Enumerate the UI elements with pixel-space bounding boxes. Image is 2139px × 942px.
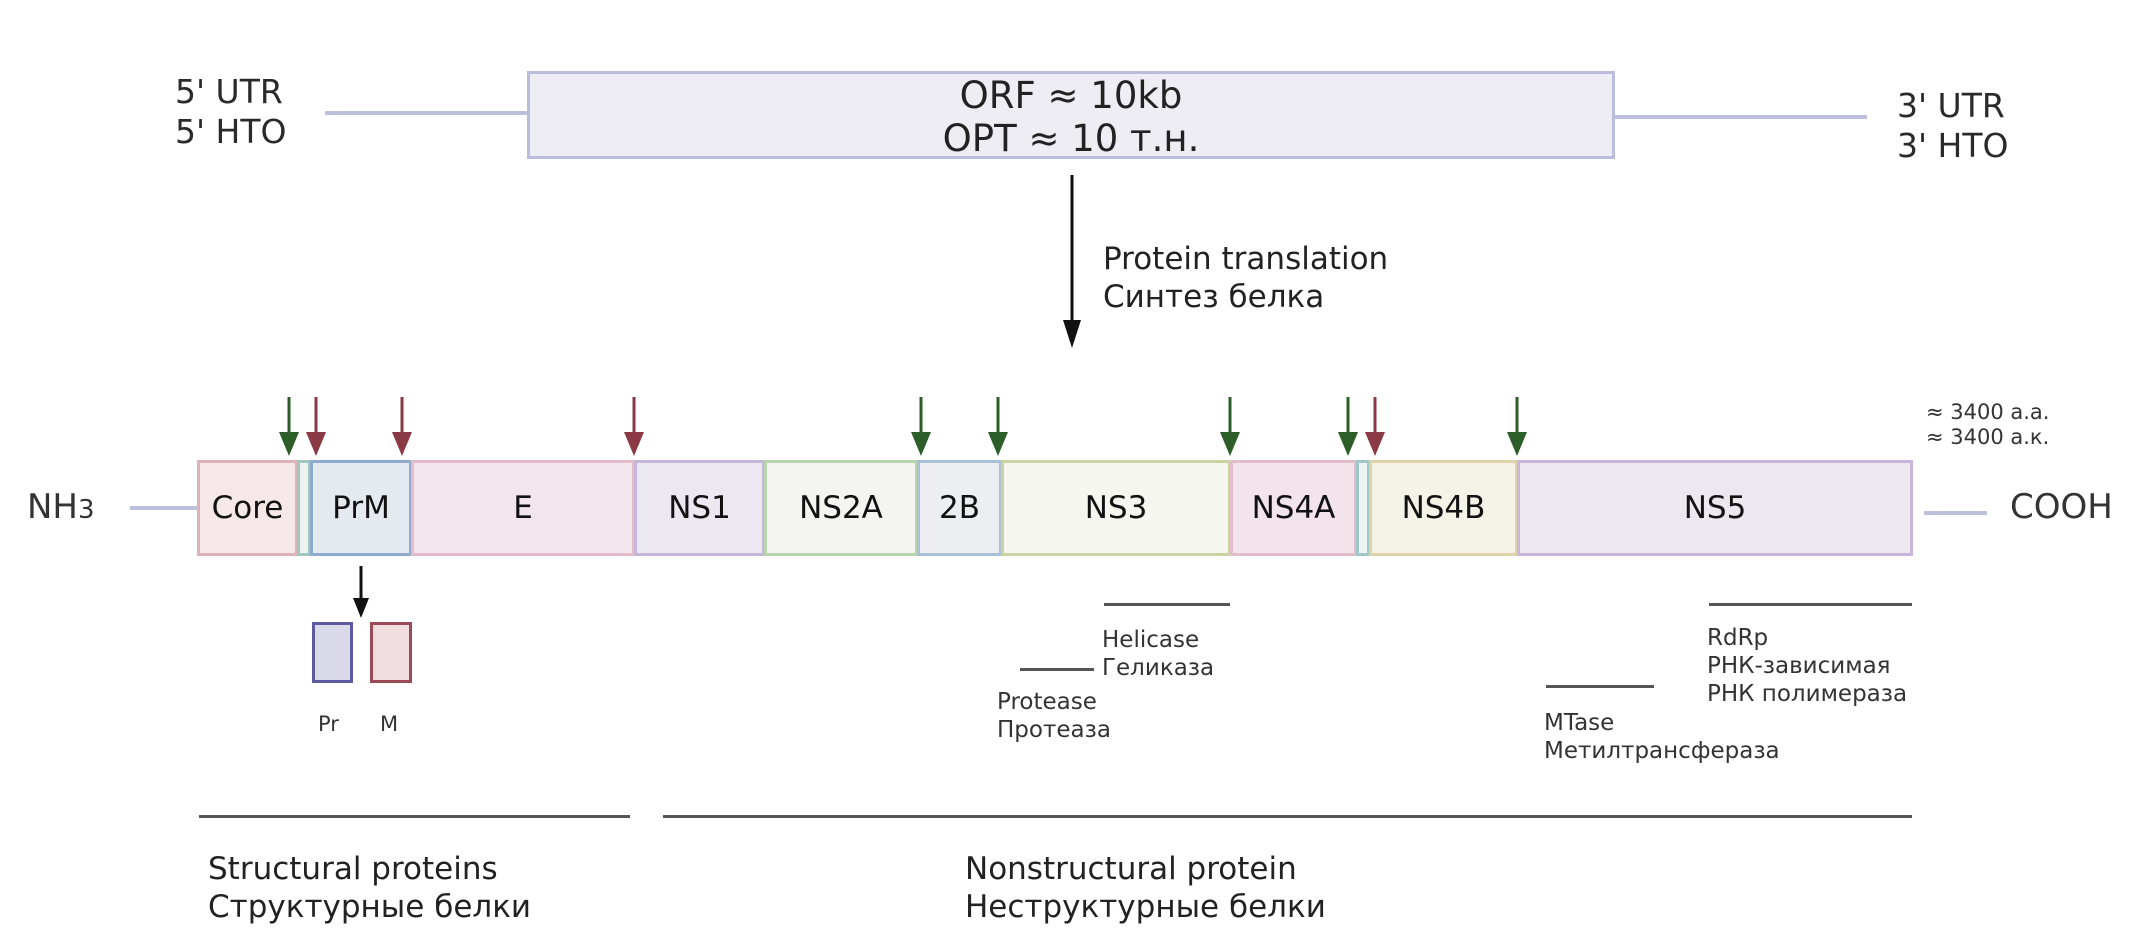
segment-label: NS4A (1251, 490, 1336, 526)
segment-ns4b: NS4B (1369, 460, 1518, 556)
rdrp-label-ru-2: РНК полимераза (1707, 681, 1908, 707)
helicase-line (1104, 603, 1230, 606)
translation-arrow-icon (1063, 175, 1081, 348)
length-label: ≈ 3400 a.a. ≈ 3400 a.к. (1926, 400, 2049, 450)
pr-protein-box (312, 622, 353, 683)
rdrp-label: RdRp РНК-зависимая РНК полимераза (1707, 624, 1907, 708)
segment-label: NS5 (1683, 490, 1747, 526)
viral-cleavage-arrow-icon (1338, 397, 1358, 456)
host-cleavage-arrow-icon (624, 397, 644, 456)
segment-ns3: NS3 (1001, 460, 1231, 556)
utr5-line (325, 111, 528, 115)
translation-label-en: Protein translation (1103, 241, 1389, 277)
translation-label: Protein translation Синтез белка (1103, 240, 1388, 316)
rdrp-line (1709, 603, 1912, 606)
segment-label: NS4B (1401, 490, 1486, 526)
segment-label: PrM (332, 490, 390, 526)
utr3-label-ru: 3' НТО (1897, 125, 2009, 165)
viral-cleavage-arrow-icon (279, 397, 299, 456)
orf-box: ORF ≈ 10kb ОРТ ≈ 10 т.н. (527, 71, 1615, 160)
rdrp-label-en: RdRp (1707, 625, 1769, 651)
segment-ns4a: NS4A (1230, 460, 1357, 556)
segment-label: 2B (939, 490, 980, 526)
utr5-label-ru: 5' НТО (175, 111, 287, 151)
viral-cleavage-arrow-icon (1507, 397, 1527, 456)
segment-ns2b: 2B (917, 460, 1002, 556)
utr3-label: 3' UTR 3' НТО (1897, 86, 2009, 165)
c-terminus-label: COOH (2010, 487, 2113, 527)
host-cleavage-arrow-icon (1365, 397, 1385, 456)
n-terminus-label: NH3 (27, 487, 95, 528)
structural-group-label: Structural proteins Структурные белки (208, 850, 531, 926)
nonstructural-group-label-en: Nonstructural protein (965, 851, 1297, 887)
host-cleavage-arrow-icon (392, 397, 412, 456)
utr3-line (1615, 115, 1867, 119)
c-terminus-line (1924, 511, 1987, 515)
segment-label: NS2A (799, 490, 883, 526)
translation-label-ru: Синтез белка (1103, 279, 1325, 315)
protease-line (1020, 668, 1094, 671)
m-label: M (380, 712, 399, 736)
viral-cleavage-arrow-icon (988, 397, 1008, 456)
length-label-en: ≈ 3400 a.a. (1926, 400, 2050, 424)
segment-e: E (411, 460, 635, 556)
protease-label: Protease Протеаза (997, 688, 1111, 744)
nonstructural-group-label: Nonstructural protein Неструктурные белк… (965, 850, 1326, 926)
segment-prm: PrM (310, 460, 412, 556)
nonstructural-group-line (663, 815, 1912, 818)
n-terminus-sub: 3 (78, 495, 95, 525)
segment-ns1: NS1 (634, 460, 765, 556)
mtase-label-ru: Метилтрансфераза (1544, 738, 1780, 764)
segment-label: Core (211, 490, 284, 526)
orf-label-ru: ОРТ ≈ 10 т.н. (942, 117, 1200, 160)
mtase-label: MTase Метилтрансфераза (1544, 709, 1780, 765)
length-label-ru: ≈ 3400 a.к. (1926, 425, 2050, 449)
viral-cleavage-arrow-icon (911, 397, 931, 456)
helicase-label-ru: Геликаза (1102, 655, 1215, 681)
structural-group-label-en: Structural proteins (208, 851, 498, 887)
n-terminus-text: NH (27, 487, 78, 527)
mtase-line (1546, 685, 1654, 688)
segment-label: NS3 (1084, 490, 1148, 526)
segment-core: Core (197, 460, 298, 556)
segment-label: NS1 (668, 490, 731, 526)
structural-group-line (199, 815, 630, 818)
m-protein-box (370, 622, 412, 683)
helicase-label: Helicase Геликаза (1102, 626, 1214, 682)
rdrp-label-ru-1: РНК-зависимая (1707, 653, 1891, 679)
segment-2k-2 (1356, 460, 1370, 556)
mtase-label-en: MTase (1544, 710, 1615, 736)
segment-ns2a: NS2A (764, 460, 918, 556)
segment-label: E (513, 490, 533, 526)
segment-2k-1 (297, 460, 311, 556)
helicase-label-en: Helicase (1102, 627, 1200, 653)
nonstructural-group-label-ru: Неструктурные белки (965, 889, 1326, 925)
cleavage-arrows (279, 397, 1527, 456)
utr5-label-en: 5' UTR (175, 72, 283, 111)
utr5-label: 5' UTR 5' НТО (175, 72, 287, 151)
protease-label-ru: Протеаза (997, 717, 1111, 743)
host-cleavage-arrow-icon (306, 397, 326, 456)
n-terminus-line (130, 506, 198, 510)
segment-ns5: NS5 (1517, 460, 1913, 556)
structural-group-label-ru: Структурные белки (208, 889, 532, 925)
protease-label-en: Protease (997, 689, 1097, 715)
prm-cleavage-arrow-icon (353, 566, 369, 618)
orf-label-en: ORF ≈ 10kb (959, 74, 1183, 117)
viral-cleavage-arrow-icon (1220, 397, 1240, 456)
utr3-label-en: 3' UTR (1897, 86, 2005, 125)
pr-label: Pr (318, 712, 339, 736)
